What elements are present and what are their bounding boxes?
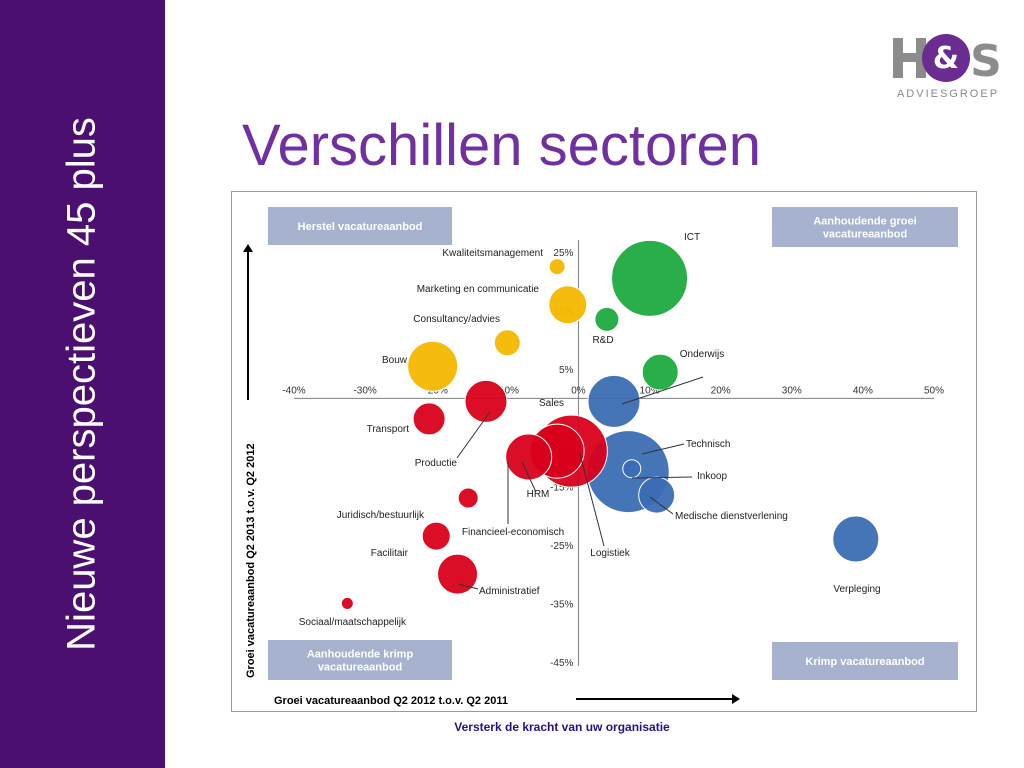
bubble-point	[611, 239, 689, 317]
bubble-point	[412, 402, 446, 436]
bubble-label: Sociaal/maatschappelijk	[299, 617, 407, 628]
leader-line	[521, 461, 537, 493]
y-tick-label: 25%	[553, 248, 573, 259]
y-tick-label: 5%	[559, 365, 574, 376]
x-tick-label: 0%	[571, 385, 586, 396]
bubble-label: Transport	[367, 424, 410, 435]
sidebar-title: Nieuwe perspectieven 45 plus	[59, 117, 104, 651]
bubble-point	[464, 379, 508, 423]
bubble-label: Marketing en communicatie	[417, 284, 540, 295]
bubble-label: Juridisch/bestuurlijk	[337, 510, 425, 521]
bubble-label: Verpleging	[833, 584, 880, 595]
bubble-label: Bouw	[382, 355, 408, 366]
bubble-label: Financieel-economisch	[462, 527, 564, 538]
bubble-label: Inkoop	[697, 471, 727, 482]
sidebar: Nieuwe perspectieven 45 plus	[0, 0, 165, 768]
bubble-point	[505, 433, 553, 481]
bubble-point	[587, 374, 641, 428]
bubble-label: Consultancy/advies	[413, 314, 500, 325]
bubble-point	[421, 521, 451, 551]
company-logo: & S ADVIESGROEP	[888, 28, 1008, 106]
bubble-point	[407, 340, 459, 392]
y-tick-label: -15%	[550, 482, 573, 493]
x-tick-label: 10%	[640, 385, 660, 396]
quadrant-label: Aanhoudende krimp	[307, 649, 414, 661]
svg-text:&: &	[933, 41, 959, 76]
x-tick-label: -40%	[282, 385, 305, 396]
quadrant-box	[772, 207, 958, 247]
leader-line	[631, 476, 693, 479]
footer-tagline: Versterk de kracht van uw organisatie	[454, 720, 670, 734]
x-tick-label: 30%	[782, 385, 802, 396]
quadrant-label: Aanhoudende groei	[813, 216, 916, 228]
bubble-label: ICT	[684, 232, 700, 243]
quadrant-label: Krimp vacatureaanbod	[805, 656, 924, 668]
leader-line	[649, 496, 674, 515]
x-tick-label: -30%	[353, 385, 376, 396]
leader-line	[457, 583, 479, 590]
bubble-point	[622, 459, 642, 479]
bubble-point	[641, 353, 679, 391]
quadrant-label: vacatureaanbod	[318, 662, 402, 674]
bubble-label: Logistiek	[590, 548, 630, 559]
y-axis-arrowhead	[243, 244, 253, 252]
bubble-point	[548, 258, 566, 276]
bubble-label: Technisch	[686, 439, 730, 450]
chart-canvas: -40%-30%-20%-10%0%10%20%30%40%50%25%15%5…	[243, 207, 958, 707]
bubble-label: R&D	[592, 335, 613, 346]
leader-line	[641, 443, 685, 455]
x-tick-label: -10%	[496, 385, 519, 396]
bubble-point	[340, 596, 354, 610]
y-tick-label: -45%	[550, 658, 573, 669]
logo-subtext: ADVIESGROEP	[896, 88, 1000, 100]
quadrant-box	[268, 640, 452, 680]
page-title: Verschillen sectoren	[242, 113, 762, 178]
quadrant-label: vacatureaanbod	[823, 229, 907, 241]
x-axis-arrowhead	[732, 694, 740, 704]
bubble-point	[638, 476, 676, 514]
y-axis-title: Groei vacatureaanbod Q2 2013 t.o.v. Q2 2…	[245, 443, 257, 678]
bubble-label: Kwaliteitsmanagement	[442, 248, 543, 259]
bubble-label: Facilitair	[371, 548, 409, 559]
bubble-chart: -40%-30%-20%-10%0%10%20%30%40%50%25%15%5…	[231, 191, 977, 712]
bubble-point	[548, 285, 588, 325]
bubble-point	[594, 306, 620, 332]
x-axis-title: Groei vacatureaanbod Q2 2012 t.o.v. Q2 2…	[274, 695, 508, 707]
bubble-label: Sales	[539, 398, 564, 409]
bubble-point	[832, 515, 880, 563]
y-tick-label: -25%	[550, 541, 573, 552]
leader-line	[456, 411, 491, 459]
bubble-label: Onderwijs	[680, 349, 724, 360]
leader-line	[579, 453, 605, 547]
x-tick-label: 50%	[924, 385, 944, 396]
bubble-point	[493, 329, 521, 357]
bubble-point	[437, 553, 479, 595]
bubble-label: Administratief	[479, 586, 540, 597]
bubble-label: Productie	[415, 458, 458, 469]
x-tick-label: 20%	[711, 385, 731, 396]
quadrant-box	[772, 642, 958, 680]
quadrant-box	[268, 207, 452, 245]
bubble-label: HRM	[527, 489, 550, 500]
y-tick-label: -35%	[550, 599, 573, 610]
x-tick-label: 40%	[853, 385, 873, 396]
leader-line	[621, 376, 704, 405]
quadrant-label: Herstel vacatureaanbod	[298, 221, 423, 233]
bubble-point	[457, 487, 479, 509]
bubble-label: Medische dienstverlening	[675, 511, 788, 522]
svg-text:S: S	[970, 36, 1002, 86]
logo-mark-icon: & S	[893, 34, 1002, 86]
